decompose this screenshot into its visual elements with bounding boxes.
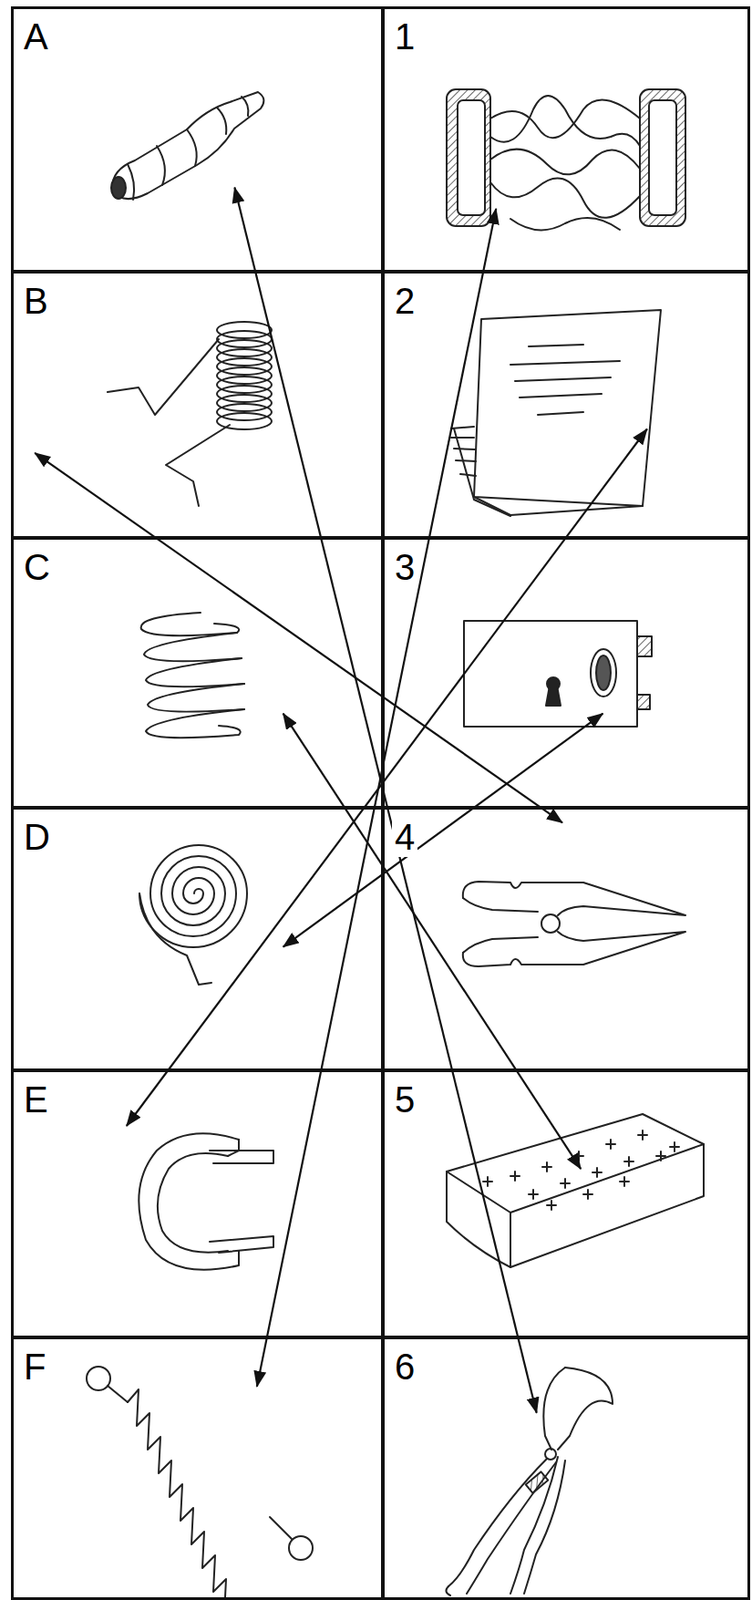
matching-cell: D [10,806,384,1072]
matching-cell: 6 [381,1336,751,1600]
matching-cell: B [10,270,384,539]
matching-cell: 5 [381,1069,751,1339]
matching-cell: F [10,1336,384,1600]
matching-cell: 1 [381,6,751,273]
cell-letter: E [20,1079,52,1120]
matching-arrow [126,429,648,1127]
matching-cell: 3 [381,536,751,809]
coil-with-legs-sketch [107,321,272,506]
matching-arrow [283,713,582,1169]
wrapper-sketch [446,89,686,230]
matching-arrow [283,713,604,948]
matching-cell: C [10,536,384,809]
shears-sketch [445,1367,613,1596]
paper-stack-sketch [451,309,661,516]
cell-letter: 5 [391,1079,418,1120]
matching-cell: A [10,6,384,273]
matching-cell: 4 [381,806,751,1072]
clothespin-sketch [463,881,686,967]
mattress-sketch [446,1113,704,1268]
cell-letter: F [20,1346,49,1387]
cell-letter: 6 [391,1346,418,1387]
flat-spiral-sketch [139,844,248,985]
cell-letter: 2 [391,280,418,321]
matching-cell: 2 [381,270,751,539]
matching-cell: E [10,1069,384,1339]
matching-arrow [257,208,496,1387]
extension-spring-sketch [86,1366,313,1600]
cell-letter: 4 [391,816,418,857]
cell-letter: D [20,816,53,857]
loose-spring-sketch [141,612,245,738]
cone-sketch [111,92,264,200]
cell-letter: 1 [391,16,418,57]
cell-letter: 3 [391,546,418,588]
cell-letter: B [20,280,52,321]
matching-arrow [234,187,536,1413]
cell-letter: C [20,546,53,588]
cell-letter: A [20,16,52,57]
c-clip-sketch [138,1133,274,1269]
matching-arrow [34,453,563,824]
